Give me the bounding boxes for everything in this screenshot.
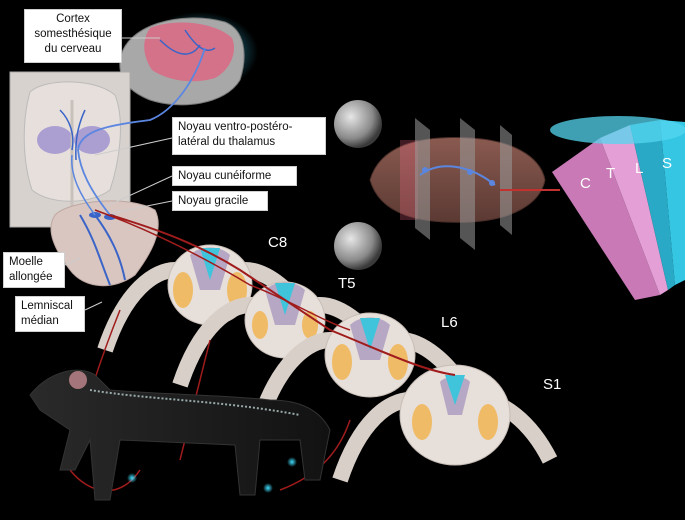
- callout-lemniscus: Lemniscal médian: [15, 296, 85, 332]
- dermatome-fan: [550, 116, 685, 300]
- brain-dorsal: [334, 100, 560, 270]
- segment-label-t5: T5: [338, 275, 356, 292]
- fan-label-t: T: [606, 165, 616, 182]
- callout-thalamus: Noyau ventro-postéro-latéral du thalamus: [172, 117, 326, 155]
- segment-label-c8: C8: [268, 234, 288, 251]
- fan-label-s: S: [662, 155, 673, 172]
- fan-label-c: C: [580, 175, 591, 192]
- callout-medulla: Moelle allongée: [3, 252, 65, 288]
- callout-gracile: Noyau gracile: [172, 191, 268, 211]
- segment-label-s1: S1: [543, 376, 562, 393]
- callout-cortex: Cortex somesthésique du cerveau: [24, 9, 122, 63]
- callout-cuneate: Noyau cunéiforme: [172, 166, 297, 186]
- fan-label-l: L: [635, 160, 644, 177]
- lemniscal-pathway: [77, 47, 206, 216]
- brain-lateral: [119, 12, 258, 106]
- segment-label-l6: L6: [441, 314, 458, 331]
- segment-s1: [332, 364, 558, 483]
- dog-silhouette: [29, 369, 331, 501]
